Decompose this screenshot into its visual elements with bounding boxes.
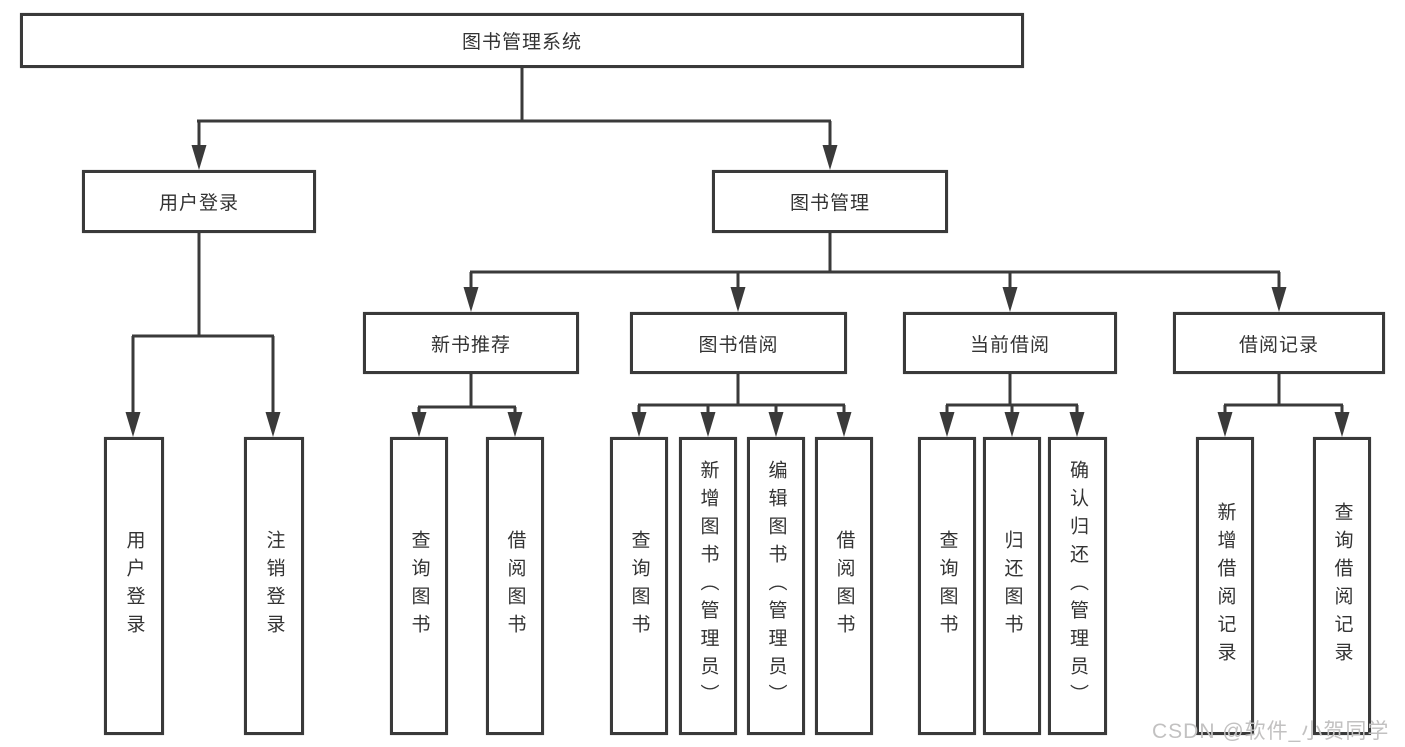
node-new-book-recommend: 新书推荐	[363, 312, 579, 374]
leaf-user-login-label: 用户登录	[123, 530, 145, 642]
leaf-cb-return-book-label: 归还图书	[1001, 530, 1023, 642]
leaf-cb-query-book: 查询图书	[918, 437, 976, 735]
leaf-bb-borrow-book: 借阅图书	[815, 437, 873, 735]
node-borrow-records: 借阅记录	[1173, 312, 1385, 374]
leaf-logout-label: 注销登录	[263, 530, 285, 642]
leaf-bb-query-book-label: 查询图书	[628, 530, 650, 642]
node-root-label: 图书管理系统	[461, 32, 582, 53]
node-user-login: 用户登录	[82, 170, 316, 233]
node-current-borrow: 当前借阅	[903, 312, 1117, 374]
leaf-bb-edit-book-admin-label: 编辑图书（管理员）	[765, 460, 787, 712]
node-current-borrow-label: 当前借阅	[969, 334, 1050, 356]
node-book-management: 图书管理	[712, 170, 948, 233]
leaf-bb-edit-book-admin: 编辑图书（管理员）	[747, 437, 805, 735]
leaf-cb-confirm-return-admin: 确认归还（管理员）	[1048, 437, 1107, 735]
leaf-nb-borrow-book-label: 借阅图书	[504, 530, 526, 642]
leaf-cb-confirm-return-admin-label: 确认归还（管理员）	[1067, 460, 1088, 712]
node-new-book-recommend-label: 新书推荐	[430, 334, 511, 356]
leaf-nb-query-book-label: 查询图书	[408, 530, 430, 642]
leaf-bb-add-book-admin: 新增图书（管理员）	[679, 437, 737, 735]
node-borrow-records-label: 借阅记录	[1238, 334, 1319, 356]
leaf-cb-query-book-label: 查询图书	[936, 530, 958, 642]
leaf-br-add-record-label: 新增借阅记录	[1214, 502, 1236, 670]
node-book-borrow: 图书借阅	[630, 312, 847, 374]
leaf-nb-borrow-book: 借阅图书	[486, 437, 544, 735]
watermark: CSDN @软件_小贺同学	[1152, 720, 1390, 743]
leaf-br-query-record-label: 查询借阅记录	[1331, 502, 1353, 670]
node-user-login-label: 用户登录	[158, 193, 239, 214]
leaf-logout: 注销登录	[244, 437, 304, 735]
node-root: 图书管理系统	[20, 13, 1024, 68]
leaf-br-add-record: 新增借阅记录	[1196, 437, 1254, 735]
node-book-borrow-label: 图书借阅	[698, 334, 779, 356]
node-book-management-label: 图书管理	[789, 193, 870, 214]
leaf-nb-query-book: 查询图书	[390, 437, 448, 735]
leaf-cb-return-book: 归还图书	[983, 437, 1041, 735]
leaf-bb-borrow-book-label: 借阅图书	[833, 530, 855, 642]
leaf-bb-query-book: 查询图书	[610, 437, 668, 735]
leaf-user-login: 用户登录	[104, 437, 164, 735]
arrow-down-icons	[125, 145, 1350, 437]
leaf-bb-add-book-admin-label: 新增图书（管理员）	[697, 460, 719, 712]
leaf-br-query-record: 查询借阅记录	[1313, 437, 1371, 735]
